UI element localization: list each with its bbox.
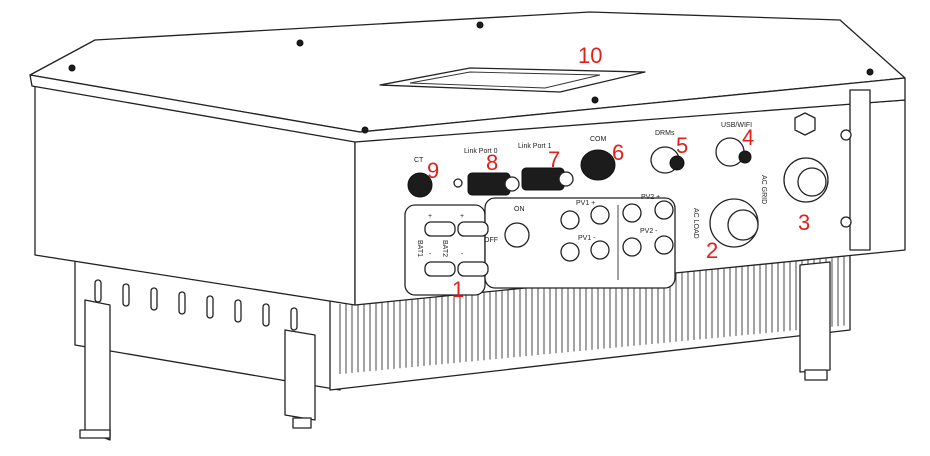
plus-label: + <box>428 213 432 220</box>
display-window <box>379 67 646 93</box>
pv-connectors <box>560 200 674 262</box>
link-port-1-label: Link Port 1 <box>518 143 552 150</box>
vent-slot <box>290 307 298 331</box>
vent-slot <box>206 295 214 319</box>
vent-slot <box>178 291 186 315</box>
ct-label: CT <box>414 157 424 164</box>
on-label: ON <box>514 206 525 213</box>
dc-switch[interactable] <box>504 222 530 248</box>
link-port-1 <box>521 167 574 191</box>
ground-screw <box>453 178 463 188</box>
callout-2: 2 <box>706 238 718 263</box>
vent-slot <box>122 283 130 307</box>
callout-8: 8 <box>486 150 498 175</box>
link-port-0-label: Link Port 0 <box>464 148 498 155</box>
com-port <box>580 149 616 181</box>
callout-3: 3 <box>798 210 810 235</box>
vent-slot <box>234 299 242 323</box>
usb-wifi-port <box>715 137 752 167</box>
drms-port <box>650 146 685 174</box>
usb-wifi-label: USB/WIFI <box>721 122 752 129</box>
com-label: COM <box>590 136 607 143</box>
pv1-minus-label: PV1 - <box>578 235 596 242</box>
callout-7: 7 <box>548 147 560 172</box>
ac-load-port <box>709 198 759 248</box>
callout-10: 10 <box>578 43 602 68</box>
minus-label: - <box>429 251 432 258</box>
drms-label: DRMs <box>655 130 675 137</box>
callout-6: 6 <box>612 140 624 165</box>
callout-1: 1 <box>452 277 464 302</box>
ac-grid-label: AC GRID <box>760 175 767 204</box>
plus-label: + <box>460 213 464 220</box>
callout-9: 9 <box>427 158 439 183</box>
bat2-label: BAT2 <box>441 240 448 257</box>
ct-port <box>407 172 433 198</box>
vent-slot <box>262 303 270 327</box>
ac-load-label: AC LOAD <box>692 208 699 239</box>
vent-slot <box>94 279 102 303</box>
callout-5: 5 <box>676 133 688 158</box>
ac-grid-port <box>783 157 829 203</box>
pv2-minus-label: PV2 - <box>640 228 658 235</box>
minus-label: - <box>461 251 464 258</box>
off-label: OFF <box>484 237 498 244</box>
pv2-plus-label: PV2 + <box>641 194 660 201</box>
vent-slot <box>150 287 158 311</box>
pv1-plus-label: PV1 + <box>576 200 595 207</box>
bat1-label: BAT1 <box>416 240 423 257</box>
link-port-0 <box>467 172 520 196</box>
callout-4: 4 <box>742 125 754 150</box>
battery-connectors <box>424 221 489 277</box>
